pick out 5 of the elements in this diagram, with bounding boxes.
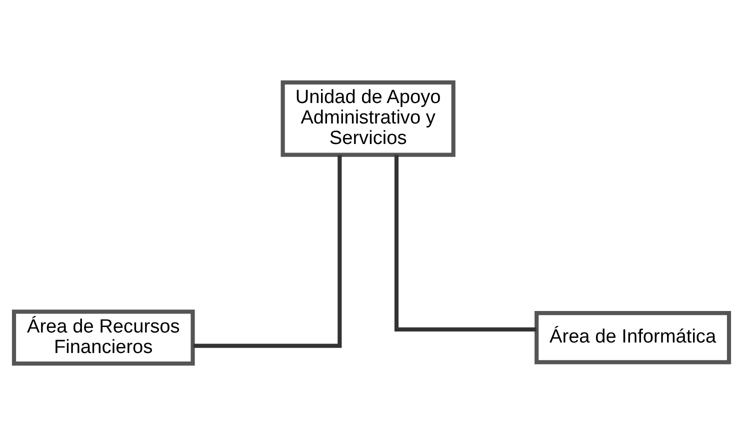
node-box: Unidad de Apoyo Administrativo y Servicios [280, 80, 456, 156]
connector [193, 154, 342, 348]
node-box: Área de Recursos Financieros [12, 309, 195, 366]
connector [394, 154, 536, 331]
node-box: Área de Informática [534, 310, 732, 364]
